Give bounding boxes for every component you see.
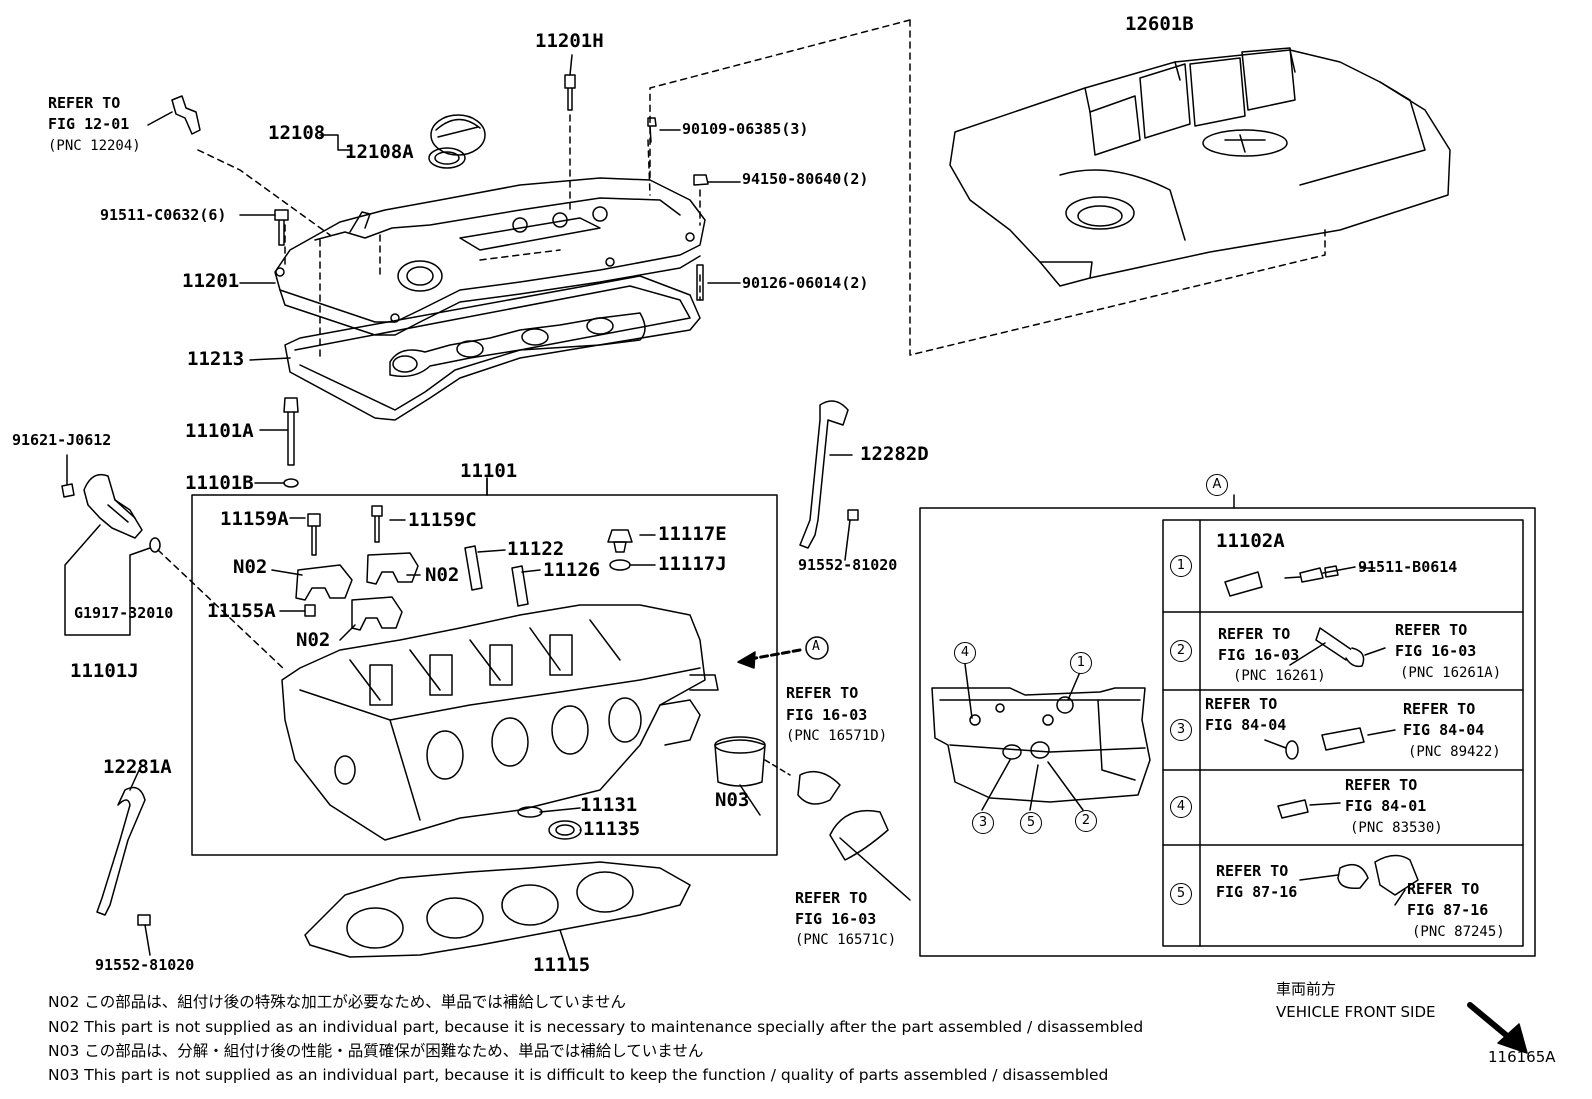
oil-cap-drawing — [428, 114, 486, 169]
note-n03-ja: N03 この部品は、分解・組付け後の性能・品質確保が困難なため、単品では補給して… — [48, 1042, 704, 1060]
label-11126[interactable]: 11126 — [543, 559, 601, 581]
label-91511-B0614[interactable]: 91511-B0614 — [1358, 558, 1458, 576]
detail-box-A — [919, 507, 1536, 957]
note-n02-ja: N02 この部品は、組付け後の特殊な加工が必要なため、単品では補給していません — [48, 993, 626, 1011]
label-11101B[interactable]: 11101B — [185, 472, 254, 494]
ocv-drawing — [61, 473, 161, 553]
refer-line-2: FIG 12-01 — [48, 115, 130, 133]
note-n02-en: N02 This part is not supplied as an indi… — [48, 1018, 1144, 1036]
gasket-11213 — [284, 275, 701, 421]
refer-line-1: REFER TO — [795, 889, 868, 907]
head-assembly-box — [191, 494, 778, 856]
head-cover-drawing — [274, 177, 706, 336]
refer-line-1: REFER TO — [1205, 695, 1278, 713]
refer-line-3: (PNC 87245) — [1412, 924, 1505, 940]
detail-marker-5: 5 — [1020, 812, 1042, 834]
label-11101[interactable]: 11101 — [460, 460, 518, 482]
refer-line-2: FIG 16-03 — [1218, 646, 1300, 664]
plug-seal-gasket — [389, 312, 646, 378]
label-91621-J0612[interactable]: 91621-J0612 — [12, 431, 112, 449]
label-N02-a[interactable]: N02 — [233, 556, 268, 578]
label-12108[interactable]: 12108 — [268, 122, 326, 144]
label-12601B[interactable]: 12601B — [1125, 13, 1194, 35]
detail-marker-2: 2 — [1075, 810, 1097, 832]
label-11101A[interactable]: 11101A — [185, 420, 254, 442]
label-11135[interactable]: 11135 — [583, 818, 641, 840]
label-11102A[interactable]: 11102A — [1216, 530, 1285, 552]
refer-line-3: (PNC 83530) — [1350, 820, 1443, 836]
label-91552-81020-b[interactable]: 91552-81020 — [95, 956, 195, 974]
refer-line-1: REFER TO — [1407, 880, 1480, 898]
detail-marker-4: 4 — [954, 642, 976, 664]
label-12282D[interactable]: 12282D — [860, 443, 929, 465]
refer-line-3: (PNC 16571C) — [795, 932, 897, 948]
refer-line-3: (PNC 16261) — [1233, 668, 1326, 684]
refer-line-2: FIG 87-16 — [1216, 883, 1298, 901]
label-11155A[interactable]: 11155A — [207, 600, 276, 622]
refer-line-2: FIG 84-01 — [1345, 797, 1427, 815]
detail-A-marker[interactable]: A — [1206, 474, 1228, 496]
refer-line-3: (PNC 16261A) — [1400, 665, 1502, 681]
label-11201H[interactable]: 11201H — [535, 30, 604, 52]
label-N02-c[interactable]: N02 — [296, 629, 331, 651]
label-N03[interactable]: N03 — [715, 789, 750, 811]
row-4-number: 4 — [1170, 796, 1192, 818]
row-2-number: 2 — [1170, 640, 1192, 662]
bracket-12281A — [96, 786, 146, 916]
refer-line-2: FIG 87-16 — [1407, 901, 1489, 919]
row-3-number: 3 — [1170, 719, 1192, 741]
callout-A-arrow[interactable]: A — [812, 639, 820, 654]
refer-line-3: (PNC 89422) — [1408, 744, 1501, 760]
refer-line-2: FIG 84-04 — [1403, 721, 1485, 739]
label-11117E[interactable]: 11117E — [658, 523, 727, 545]
refer-line-2: FIG 84-04 — [1205, 716, 1287, 734]
label-90109-06385[interactable]: 90109-06385(3) — [682, 120, 809, 138]
refer-line-2: FIG 16-03 — [1395, 642, 1477, 660]
refer-line-1: REFER TO — [1216, 862, 1289, 880]
refer-line-1: REFER TO — [786, 684, 859, 702]
label-94150-80640[interactable]: 94150-80640(2) — [742, 170, 869, 188]
label-12108A[interactable]: 12108A — [345, 141, 414, 163]
label-11101J[interactable]: 11101J — [70, 660, 139, 682]
note-n03-en: N03 This part is not supplied as an indi… — [48, 1066, 1109, 1084]
refer-line-1: REFER TO — [1218, 625, 1291, 643]
label-11159C[interactable]: 11159C — [408, 509, 477, 531]
refer-line-2: FIG 16-03 — [786, 706, 868, 724]
refer-line-1: REFER TO — [1395, 621, 1468, 639]
label-11213[interactable]: 11213 — [187, 348, 245, 370]
detail-head-drawing — [931, 687, 1151, 803]
label-12281A[interactable]: 12281A — [103, 756, 172, 778]
cylinder-head-drawing — [281, 604, 719, 841]
label-90126-06014[interactable]: 90126-06014(2) — [742, 274, 869, 292]
label-N02-b[interactable]: N02 — [425, 564, 460, 586]
refer-line-3: (PNC 16571D) — [786, 728, 888, 744]
label-11131[interactable]: 11131 — [580, 794, 638, 816]
head-gasket-drawing — [304, 861, 691, 958]
refer-line-1: REFER TO — [1403, 700, 1476, 718]
label-11201[interactable]: 11201 — [182, 270, 240, 292]
label-11115[interactable]: 11115 — [533, 954, 591, 976]
row-1-number: 1 — [1170, 555, 1192, 577]
refer-line-3: (PNC 12204) — [48, 138, 141, 154]
detail-marker-1: 1 — [1070, 652, 1092, 674]
label-11122[interactable]: 11122 — [507, 538, 565, 560]
refer-line-2: FIG 16-03 — [795, 910, 877, 928]
vehicle-front-ja: 車両前方 — [1276, 980, 1337, 998]
row-5-number: 5 — [1170, 883, 1192, 905]
label-11159A[interactable]: 11159A — [220, 508, 289, 530]
refer-line-1: REFER TO — [1345, 776, 1418, 794]
figure-id: 116165A — [1488, 1048, 1556, 1066]
label-91511-C0632[interactable]: 91511-C0632(6) — [100, 206, 227, 224]
detail-marker-3: 3 — [972, 812, 994, 834]
label-91552-81020-a[interactable]: 91552-81020 — [798, 556, 898, 574]
label-11117J[interactable]: 11117J — [658, 553, 727, 575]
bracket-12282D — [799, 400, 849, 549]
refer-line-1: REFER TO — [48, 94, 121, 112]
label-G1917-32010[interactable]: G1917-32010 — [74, 604, 174, 622]
vehicle-front-en: VEHICLE FRONT SIDE — [1276, 1003, 1436, 1021]
engine-cover-drawing — [949, 47, 1451, 287]
